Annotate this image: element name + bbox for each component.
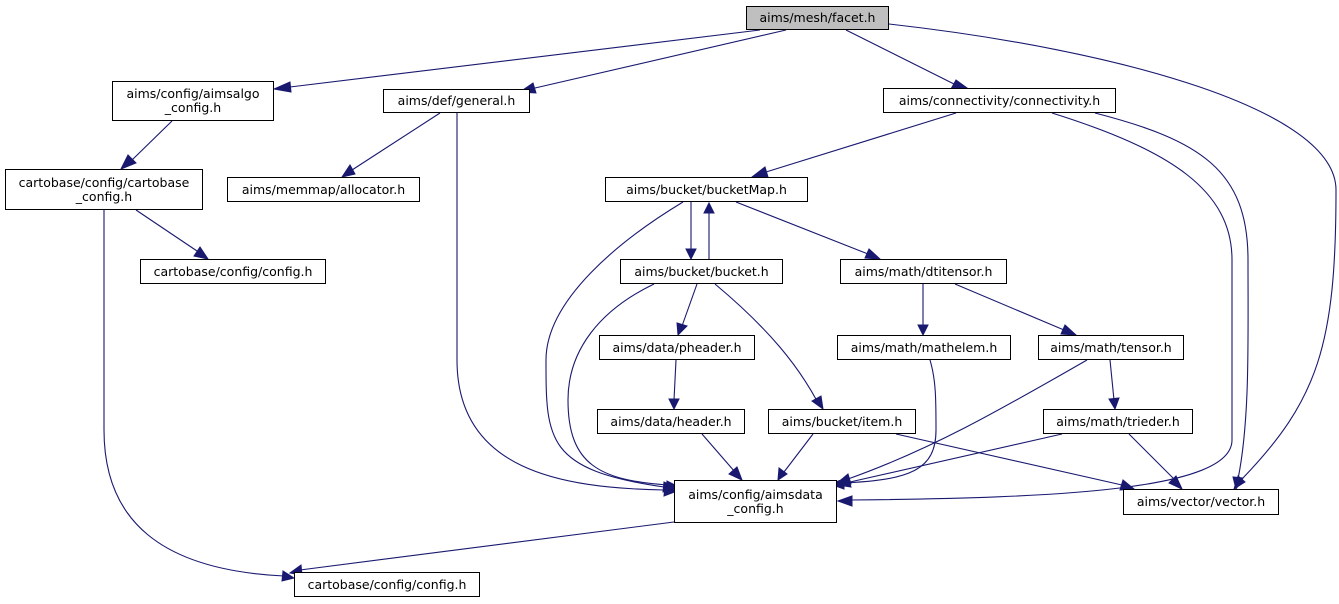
dependency-edge	[534, 29, 787, 89]
node-label-line: aims/config/aimsalgo	[126, 86, 260, 101]
node-tensor-h[interactable]: aims/math/tensor.h	[1038, 335, 1184, 360]
arrowhead-icon	[685, 248, 697, 261]
node-label-line: cartobase/config/config.h	[153, 263, 313, 279]
node-label-line: aims/data/pheader.h	[612, 339, 742, 355]
arrowhead-icon	[811, 395, 824, 411]
node-config-h-middle[interactable]: cartobase/config/config.h	[140, 259, 326, 284]
arrowhead-icon	[272, 81, 292, 93]
node-connectivity-h[interactable]: aims/connectivity/connectivity.h	[883, 88, 1116, 113]
node-facet-h: aims/mesh/facet.h	[746, 6, 889, 30]
node-label-line: aims/memmap/allocator.h	[241, 181, 406, 197]
dependency-edge	[351, 112, 441, 171]
dependency-edge	[847, 359, 1088, 480]
arrowhead-icon	[665, 480, 681, 492]
node-label-line: aims/connectivity/connectivity.h	[898, 92, 1101, 108]
arrowhead-icon	[193, 246, 210, 260]
arrowhead-icon	[750, 166, 769, 178]
dependency-edge	[845, 29, 955, 85]
node-label-line: aims/math/mathelem.h	[850, 339, 998, 355]
node-item-h[interactable]: aims/bucket/item.h	[768, 409, 916, 434]
dependency-edge	[735, 201, 869, 255]
node-cartobase-config-h[interactable]: cartobase/config/cartobase_config.h	[5, 169, 203, 210]
dependency-edge	[714, 283, 818, 402]
arrowhead-icon	[836, 495, 853, 507]
node-label-line: aims/mesh/facet.h	[759, 10, 876, 25]
node-trieder-h[interactable]: aims/math/trieder.h	[1043, 409, 1193, 434]
node-label-line: _config.h	[164, 100, 222, 115]
arrowhead-icon	[1060, 324, 1078, 336]
arrowhead-icon	[777, 467, 788, 481]
node-vector-h[interactable]: aims/vector/vector.h	[1123, 489, 1279, 515]
dependency-edge	[135, 209, 198, 252]
dependency-edge	[131, 120, 173, 161]
dependency-edge	[895, 433, 1123, 486]
dependency-edge	[1128, 433, 1175, 480]
dependency-edge	[681, 283, 698, 327]
dependency-edge	[954, 283, 1065, 331]
arrowhead-icon	[281, 570, 296, 582]
node-label-line: aims/vector/vector.h	[1136, 494, 1266, 509]
node-label-line: aims/bucket/item.h	[781, 413, 903, 429]
arrowhead-icon	[836, 476, 852, 488]
dependency-edge	[701, 433, 736, 473]
node-label-line: _config.h	[75, 188, 133, 204]
node-general-h[interactable]: aims/def/general.h	[383, 89, 530, 113]
arrowhead-icon	[1232, 476, 1244, 491]
arrowhead-icon	[340, 164, 356, 178]
arrowhead-icon	[668, 398, 680, 411]
dependency-edge	[888, 23, 1337, 480]
arrowhead-icon	[917, 324, 929, 337]
node-allocator-h[interactable]: aims/memmap/allocator.h	[227, 177, 420, 202]
node-label-line: cartobase/config/config.h	[307, 576, 467, 592]
node-config-h-bottom[interactable]: cartobase/config/config.h	[294, 572, 480, 597]
node-label-line: aims/math/dtitensor.h	[854, 263, 993, 279]
dependency-edge	[849, 112, 1233, 501]
dependency-edge	[849, 433, 1063, 483]
node-label-line: aims/config/aimsdata	[688, 486, 823, 502]
node-aimsdata-config-h[interactable]: aims/config/aimsdata_config.h	[674, 480, 837, 523]
arrowhead-icon	[119, 154, 137, 170]
dependency-edge	[673, 359, 677, 401]
node-label-line: cartobase/config/cartobase	[18, 174, 190, 190]
node-bucket-h[interactable]: aims/bucket/bucket.h	[620, 259, 783, 284]
node-label-line: aims/def/general.h	[397, 93, 516, 108]
node-label-line: aims/data/header.h	[610, 413, 732, 429]
dependency-edge	[783, 433, 814, 473]
dependency-edge	[456, 112, 665, 491]
dependency-edge	[545, 201, 684, 488]
dependency-edge	[842, 359, 937, 484]
node-bucketmap-h[interactable]: aims/bucket/bucketMap.h	[605, 177, 808, 202]
arrowhead-icon	[676, 322, 688, 337]
node-aimsalgo-config-h[interactable]: aims/config/aimsalgo_config.h	[112, 81, 274, 121]
arrowhead-icon	[728, 466, 743, 481]
arrowhead-icon	[864, 248, 882, 260]
node-dtitensor-h[interactable]: aims/math/dtitensor.h	[840, 259, 1007, 284]
node-header-h[interactable]: aims/data/header.h	[597, 409, 745, 434]
arrowhead-icon	[703, 201, 715, 214]
dependency-edge	[289, 29, 761, 88]
dependency-edge	[103, 209, 285, 577]
arrowhead-icon	[1108, 397, 1120, 411]
node-label-line: aims/bucket/bucket.h	[634, 263, 769, 279]
node-label-line: aims/bucket/bucketMap.h	[626, 181, 787, 197]
arrowhead-icon	[1168, 475, 1184, 491]
node-pheader-h[interactable]: aims/data/pheader.h	[599, 335, 755, 360]
dependency-edge	[1094, 112, 1249, 480]
dependency-edge	[299, 521, 675, 571]
dependency-edge	[765, 112, 957, 173]
node-mathelem-h[interactable]: aims/math/mathelem.h	[837, 335, 1011, 360]
node-label-line: aims/math/trieder.h	[1056, 413, 1180, 429]
dependency-edge	[567, 283, 668, 486]
dependency-edge	[1109, 359, 1115, 401]
node-label-line: _config.h	[727, 500, 784, 516]
node-label-line: aims/math/tensor.h	[1050, 339, 1172, 355]
